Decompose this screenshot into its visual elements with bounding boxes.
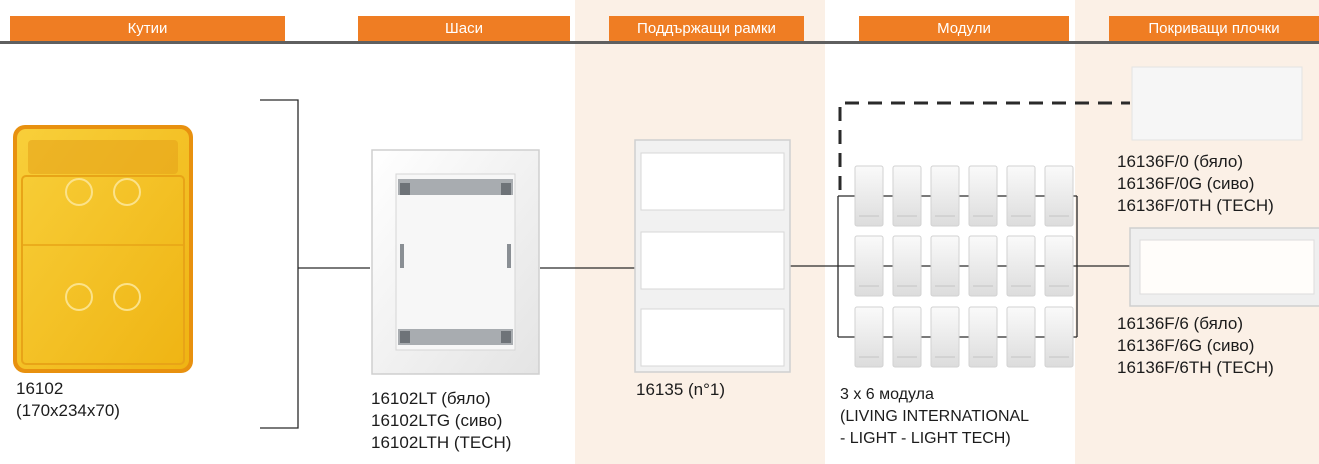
module-3-4 [968, 306, 998, 368]
cover-window-code-tech: 16136F/6TH (TECH) [1117, 358, 1274, 377]
box-dimensions: (170x234x70) [16, 401, 120, 420]
header-tab-modules: Модули [859, 16, 1069, 41]
modules-grid-image [854, 165, 1074, 368]
chassis-code-grey: 16102LTG (сиво) [371, 411, 503, 430]
header-rule [0, 41, 1319, 44]
chassis-code-tech: 16102LTH (TECH) [371, 433, 512, 452]
chassis-code-white: 16102LT (бяло) [371, 389, 491, 408]
frame-label: 16135 (n°1) [636, 379, 725, 401]
cover-window-code-grey: 16136F/6G (сиво) [1117, 336, 1255, 355]
module-2-5 [1006, 235, 1036, 297]
box-label: 16102 (170x234x70) [16, 378, 120, 422]
cover-plate-blank-image [1131, 66, 1303, 141]
module-2-3 [930, 235, 960, 297]
header-tab-chassis: Шаси [358, 16, 570, 41]
cover-blank-code-white: 16136F/0 (бяло) [1117, 152, 1244, 171]
modules-count: 3 x 6 модула [840, 386, 934, 403]
cover-blank-code-grey: 16136F/0G (сиво) [1117, 174, 1255, 193]
module-1-2 [892, 165, 922, 227]
dashed-connector [838, 101, 1130, 190]
module-3-6 [1044, 306, 1074, 368]
header-tab-boxes: Кутии [10, 16, 285, 41]
frame-code: 16135 (n°1) [636, 380, 726, 399]
chassis-label: 16102LT (бяло) 16102LTG (сиво) 16102LTH … [371, 388, 511, 454]
module-2-6 [1044, 235, 1074, 297]
support-frame-image [634, 139, 791, 373]
module-3-3 [930, 306, 960, 368]
header-tab-frames: Поддържащи рамки [609, 16, 804, 41]
cover-window-code-white: 16136F/6 (бяло) [1117, 314, 1244, 333]
module-1-4 [968, 165, 998, 227]
flush-box-image [13, 125, 193, 373]
cover-window-label: 16136F/6 (бяло) 16136F/6G (сиво) 16136F/… [1117, 313, 1274, 379]
module-2-1 [854, 235, 884, 297]
modules-series-line2: - LIGHT - LIGHT TECH) [840, 430, 1011, 447]
module-3-2 [892, 306, 922, 368]
modules-label: 3 x 6 модула (LIVING INTERNATIONAL - LIG… [840, 384, 1029, 450]
module-3-1 [854, 306, 884, 368]
cover-blank-code-tech: 16136F/0TH (TECH) [1117, 196, 1274, 215]
cover-blank-label: 16136F/0 (бяло) 16136F/0G (сиво) 16136F/… [1117, 151, 1274, 217]
header-tab-covers: Покриващи плочки [1109, 16, 1319, 41]
box-code: 16102 [16, 379, 64, 398]
module-1-3 [930, 165, 960, 227]
chassis-image [371, 149, 540, 375]
module-1-1 [854, 165, 884, 227]
module-2-2 [892, 235, 922, 297]
module-2-4 [968, 235, 998, 297]
modules-series-line1: (LIVING INTERNATIONAL [840, 408, 1030, 425]
module-1-5 [1006, 165, 1036, 227]
module-1-6 [1044, 165, 1074, 227]
module-3-5 [1006, 306, 1036, 368]
cover-plate-window-image [1129, 227, 1319, 307]
